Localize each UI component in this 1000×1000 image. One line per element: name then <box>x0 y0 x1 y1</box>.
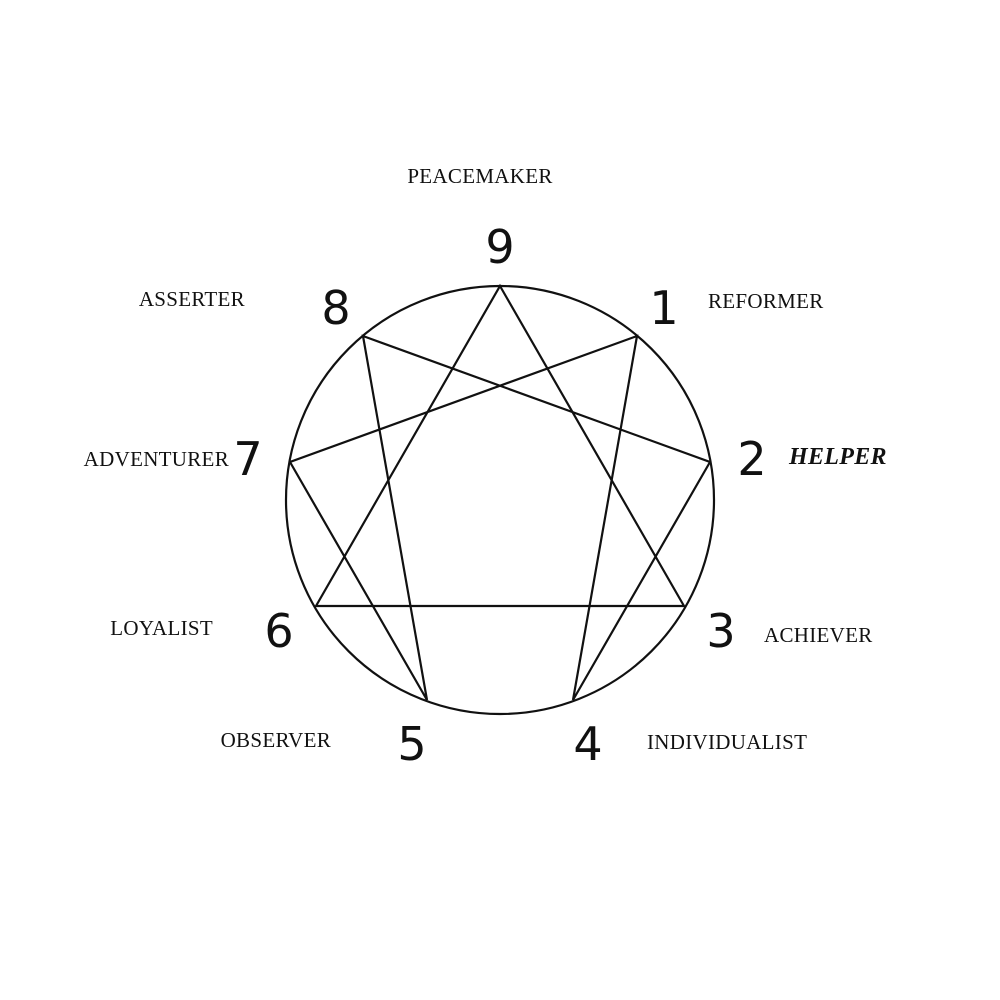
type-label-asserter: ASSERTER <box>139 287 245 311</box>
point-number-9: 9 <box>485 220 514 274</box>
point-number-4: 4 <box>573 717 602 771</box>
point-number-7: 7 <box>233 432 262 486</box>
type-label-adventurer: ADVENTURER <box>84 447 229 471</box>
type-label-achiever: ACHIEVER <box>764 623 873 647</box>
inner-triangle-9-3-6 <box>314 283 686 608</box>
type-label-individualist: INDIVIDUALIST <box>647 730 807 754</box>
type-label-observer: OBSERVER <box>221 728 331 752</box>
type-label-peacemaker: PEACEMAKER <box>407 164 552 188</box>
type-label-reformer: REFORMER <box>708 289 824 313</box>
hexad-1-4-2-8-5-7 <box>288 334 712 701</box>
point-number-8: 8 <box>321 281 350 335</box>
point-number-3: 3 <box>706 604 735 658</box>
type-label-loyalist: LOYALIST <box>110 616 213 640</box>
point-number-5: 5 <box>397 717 426 771</box>
enneagram-circle <box>284 284 716 716</box>
point-number-2: 2 <box>737 432 766 486</box>
point-number-6: 6 <box>264 604 293 658</box>
point-number-1: 1 <box>649 281 678 335</box>
type-label-helper: HELPER <box>788 444 887 470</box>
